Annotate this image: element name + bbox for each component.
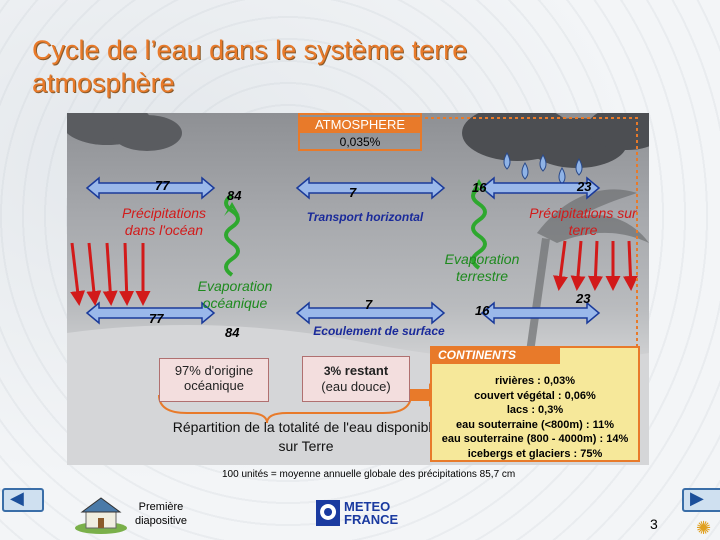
continents-item: lacs : 0,3%: [506, 404, 564, 417]
continents-item: icebergs et glaciers : 75%: [467, 447, 603, 460]
atmosphere-label: ATMOSPHERE: [300, 117, 420, 133]
value-ocean-bottom-left: 77: [149, 311, 164, 326]
label-transport: Transport horizontal: [306, 210, 424, 224]
fresh-water-rest: restant: [344, 363, 389, 378]
continents-box: CONTINENTS rivières : 0,03% couvert végé…: [430, 346, 640, 462]
value-runoff: 7: [365, 297, 373, 312]
value-land-evap-top: 16: [472, 180, 487, 195]
label-evap-land: Evaporation terrestre: [444, 251, 520, 284]
next-slide-button[interactable]: ▶: [682, 488, 720, 512]
slide-title: Cycle de l’eau dans le système terre atm…: [32, 35, 468, 98]
logo-line1: METEO: [344, 499, 391, 514]
home-house-icon[interactable]: [74, 494, 128, 534]
atmosphere-box: ATMOSPHERE 0,035%: [298, 113, 422, 151]
raindrops-icon: [503, 152, 583, 185]
arrows-top: [85, 176, 601, 325]
logo-line2: FRANCE: [344, 512, 399, 527]
label-runoff: Ecoulement de surface: [313, 324, 445, 338]
left-arrow-icon: ◀: [10, 488, 24, 508]
fresh-water-box: 3% restant (eau douce): [302, 356, 410, 402]
value-ocean-precip-top: 77: [155, 178, 170, 193]
repartition-caption: Répartition de la totalité de l'eau disp…: [172, 419, 440, 454]
first-slide-line2: diapositive: [135, 515, 187, 527]
evap-land-arrow: [471, 186, 487, 270]
rain-arrows-ocean: [70, 242, 151, 306]
label-precip-ocean: Précipitations dans l'océan: [121, 205, 207, 238]
continents-item: rivières : 0,03%: [494, 375, 576, 387]
cloud-left-icon: [67, 113, 182, 151]
first-slide-line1: Première: [138, 501, 184, 513]
meteo-france-logo: METEO FRANCE: [316, 500, 408, 528]
value-ocean-bottom-right: 84: [225, 325, 240, 340]
continents-item: eau souterraine (800 - 4000m) : 14%: [441, 433, 629, 446]
value-land-bottom-precip: 23: [576, 291, 591, 306]
page-number: 3: [650, 516, 658, 532]
footnote: 100 unités = moyenne annuelle globale de…: [222, 469, 516, 480]
label-precip-land: Précipitations sur terre: [529, 205, 637, 238]
sun-icon: ✺: [696, 518, 712, 538]
continents-title: CONTINENTS: [430, 346, 560, 364]
prev-slide-button[interactable]: ◀: [2, 488, 44, 512]
atmosphere-percent: 0,035%: [339, 135, 381, 149]
cloud-right-icon: [462, 113, 649, 168]
fresh-water-percent: 3%: [323, 364, 342, 378]
label-evap-ocean: Evaporation océanique: [197, 278, 273, 311]
value-land-bottom-evap: 16: [475, 303, 490, 318]
fresh-water-sub: (eau douce): [321, 379, 391, 394]
value-transport-top: 7: [349, 185, 357, 200]
rain-arrows-land: [553, 240, 638, 291]
ocean-reservoir-text: 97% d'origine océanique: [174, 363, 254, 393]
value-land-precip-top: 23: [577, 179, 592, 194]
right-arrow-icon: ▶: [690, 488, 704, 508]
continents-item: couvert végétal : 0,06%: [474, 389, 596, 402]
value-ocean-evap-top: 84: [227, 188, 242, 203]
meteo-france-emblem-icon: [316, 500, 340, 526]
first-slide-link[interactable]: Première diapositive: [135, 500, 187, 528]
ocean-reservoir-box: 97% d'origine océanique: [159, 358, 269, 402]
continents-item: eau souterraine (<800m) : 11%: [455, 418, 615, 431]
